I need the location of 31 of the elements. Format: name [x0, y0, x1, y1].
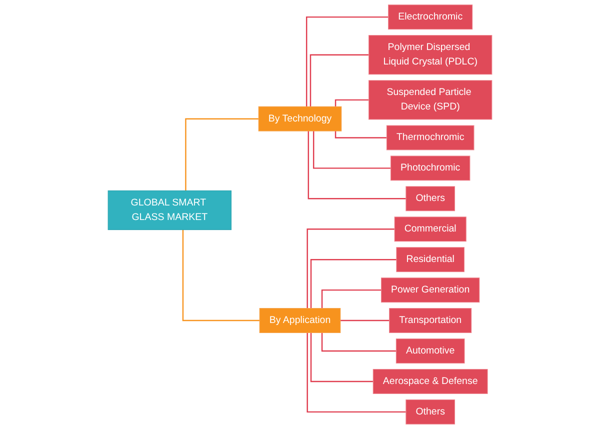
- connector: [310, 258, 396, 308]
- node-box: Polymer Dispersed Liquid Crystal (PDLC): [368, 35, 492, 75]
- connector: [306, 228, 395, 308]
- connector: [185, 118, 259, 191]
- node-box: By Application: [259, 308, 341, 334]
- node-box: Photochromic: [390, 156, 470, 181]
- node-box: Electrochromic: [388, 4, 473, 30]
- node-box: Others: [406, 399, 456, 424]
- node-box: Transportation: [389, 308, 472, 334]
- node-box: Thermochromic: [386, 125, 474, 150]
- connector: [306, 16, 388, 107]
- node-box: Automotive: [396, 338, 465, 364]
- node-box: Power Generation: [381, 278, 480, 303]
- connector: [182, 230, 260, 322]
- connector: [334, 99, 369, 107]
- connector: [321, 332, 396, 352]
- connector: [308, 131, 406, 200]
- node-box: By Technology: [258, 106, 342, 132]
- node-box: Residential: [396, 247, 464, 272]
- node-box: Suspended Particle Device (SPD): [368, 80, 492, 120]
- node-box: Others: [406, 186, 456, 212]
- connector: [310, 332, 374, 382]
- node-box: Commercial: [394, 216, 466, 242]
- connector: [334, 131, 387, 138]
- connector: [321, 289, 382, 308]
- connector: [313, 131, 391, 169]
- node-box: Aerospace & Defense: [372, 368, 488, 394]
- connector: [340, 320, 390, 322]
- connector: [310, 54, 369, 107]
- node-box: GLOBAL SMART GLASS MARKET: [108, 190, 232, 230]
- connector: [306, 332, 406, 413]
